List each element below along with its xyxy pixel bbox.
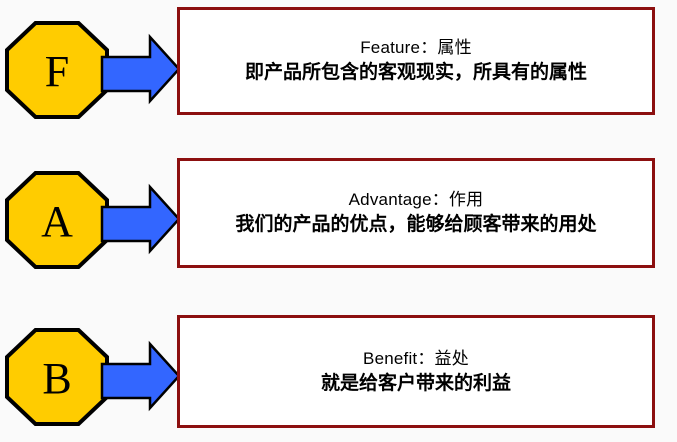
arrow-icon-advantage bbox=[100, 177, 182, 261]
arrow-icon-feature bbox=[100, 27, 182, 111]
text-panel-advantage: Advantage：作用 我们的产品的优点，能够给顾客带来的用处 bbox=[177, 158, 655, 268]
arrow-icon-benefit bbox=[100, 334, 182, 418]
panel-description-feature: 即产品所包含的客观现实，所具有的属性 bbox=[244, 62, 587, 83]
right-arrow-icon bbox=[100, 183, 181, 255]
text-panel-benefit: Benefit：益处 就是给客户带来的利益 bbox=[177, 315, 655, 428]
octagon-badge-f[interactable]: F bbox=[5, 21, 109, 119]
octagon-badge-a[interactable]: A bbox=[5, 171, 109, 269]
octagon-shape bbox=[5, 21, 109, 119]
octagon-shape bbox=[5, 171, 109, 269]
panel-title-advantage: Advantage：作用 bbox=[348, 190, 484, 209]
fab-row-benefit: B Benefit：益处 就是给客户带来的利益 bbox=[0, 312, 677, 432]
right-arrow-icon bbox=[100, 340, 181, 412]
octagon-shape bbox=[5, 328, 109, 426]
panel-title-feature: Feature：属性 bbox=[360, 38, 472, 57]
panel-description-advantage: 我们的产品的优点，能够给顾客带来的用处 bbox=[235, 214, 597, 235]
octagon-badge-b[interactable]: B bbox=[5, 328, 109, 426]
right-arrow-icon bbox=[100, 33, 181, 105]
octagon-letter-label: A bbox=[41, 197, 73, 246]
panel-description-benefit: 就是给客户带来的利益 bbox=[320, 372, 511, 394]
panel-title-benefit: Benefit：益处 bbox=[363, 348, 469, 368]
octagon-letter-label: F bbox=[45, 47, 69, 96]
octagon-letter-label: B bbox=[42, 354, 71, 403]
fab-row-advantage: A Advantage：作用 我们的产品的优点，能够给顾客带来的用处 bbox=[0, 155, 677, 275]
text-panel-feature: Feature：属性 即产品所包含的客观现实，所具有的属性 bbox=[177, 7, 655, 115]
fab-row-feature: F Feature：属性 即产品所包含的客观现实，所具有的属性 bbox=[0, 5, 677, 125]
